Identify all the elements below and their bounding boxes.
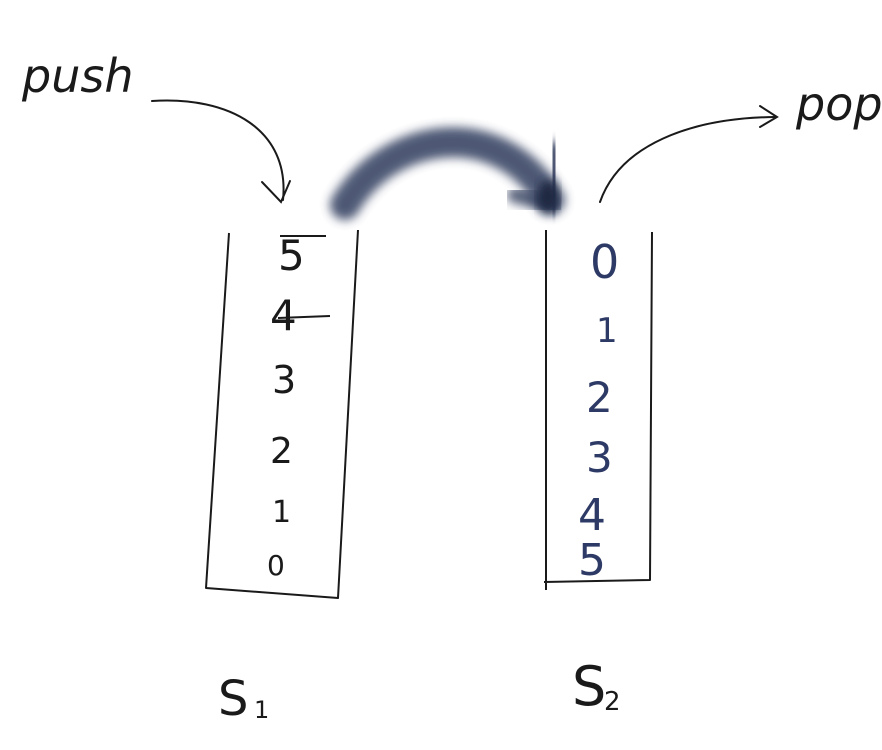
stack2-item: 2 — [586, 373, 613, 422]
stack2-item: 1 — [596, 311, 618, 351]
stack1-item: 2 — [270, 431, 293, 472]
stack2-label-subscript: 2 — [604, 687, 621, 717]
transfer-arrow — [330, 127, 565, 220]
stack1-item: 3 — [272, 358, 296, 402]
stack1-container — [205, 229, 359, 599]
stack1-item: 1 — [272, 495, 291, 530]
stack1-item: 5 — [278, 231, 305, 280]
stack2-item: 3 — [586, 433, 613, 482]
stack2-item: 5 — [578, 535, 606, 586]
push-arrow — [151, 99, 291, 204]
stack1-label-letter: S — [218, 671, 248, 727]
stack2-label-letter: S — [572, 655, 606, 718]
stack2-item: 0 — [590, 235, 619, 289]
stack1-items: 5 4 3 2 1 0 — [267, 231, 331, 582]
stack1-item: 4 — [270, 291, 297, 340]
stack1-label-subscript: 1 — [254, 696, 269, 724]
stack2-items: 0 1 2 3 4 5 — [578, 235, 619, 586]
pop-arrow — [599, 105, 779, 203]
pop-label: pop — [795, 77, 882, 131]
stack2-label: S 2 — [572, 655, 621, 718]
stack2-item: 4 — [578, 490, 606, 541]
stack1-label: S 1 — [218, 671, 269, 727]
stack2-container — [543, 230, 653, 590]
stack1-item: 0 — [267, 549, 285, 582]
push-label: push — [21, 49, 133, 103]
